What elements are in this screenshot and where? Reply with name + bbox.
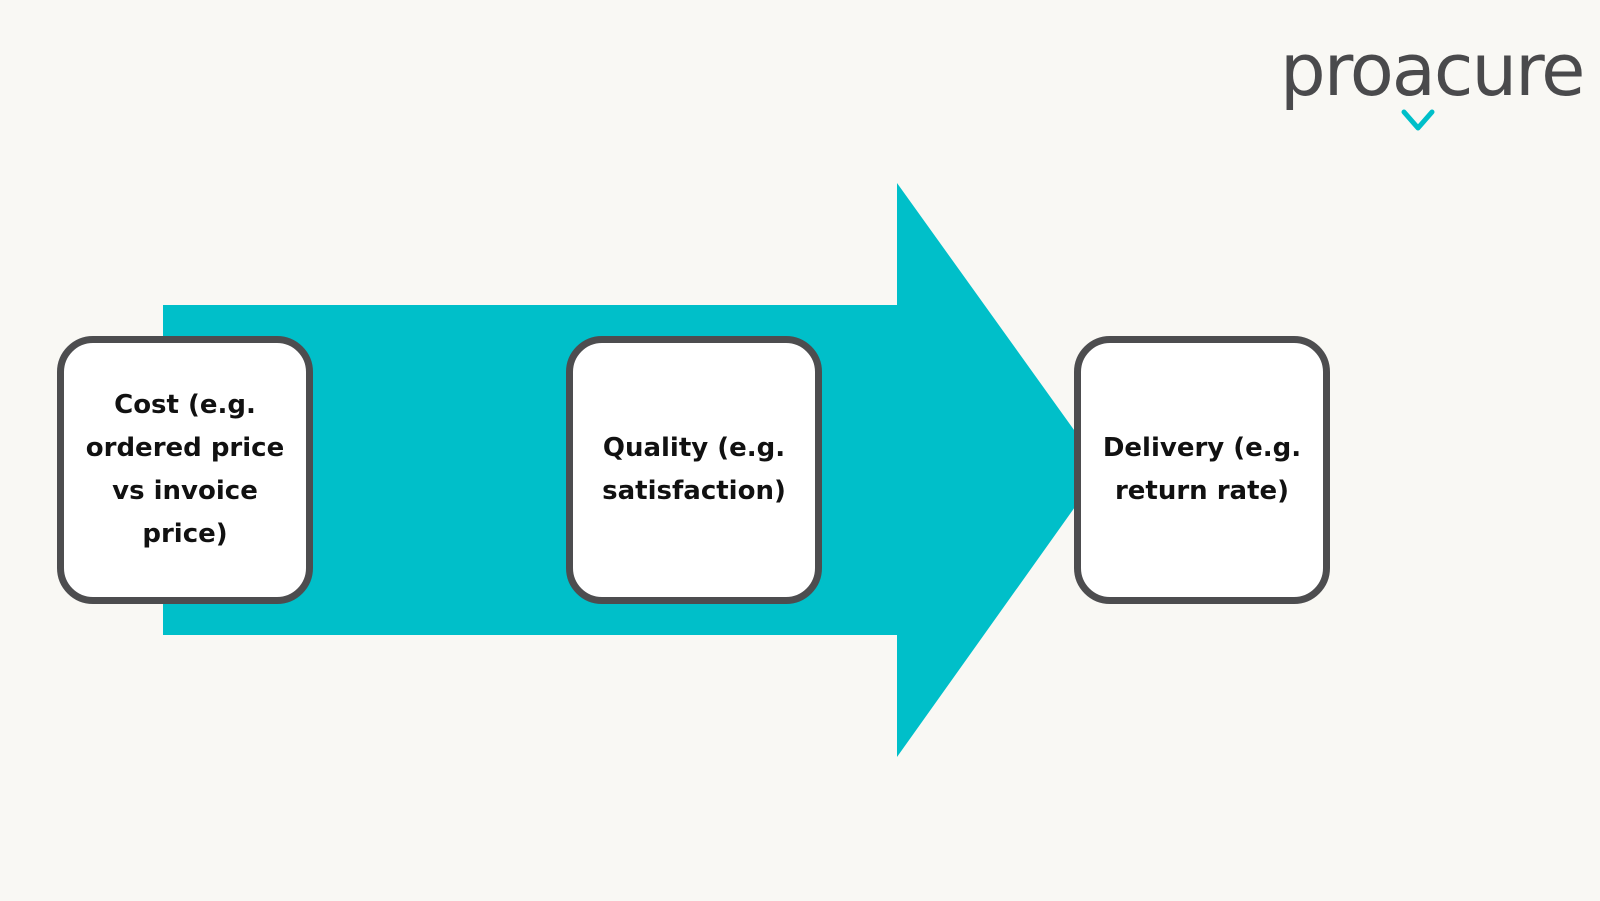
step-card-quality: Quality (e.g. satisfaction) (566, 336, 822, 604)
step-label-cost: Cost (e.g. ordered price vs invoice pric… (85, 390, 285, 549)
step-label-delivery: Delivery (e.g. return rate) (1102, 433, 1302, 506)
step-card-cost: Cost (e.g. ordered price vs invoice pric… (57, 336, 313, 604)
step-card-delivery: Delivery (e.g. return rate) (1074, 336, 1330, 604)
step-label-quality: Quality (e.g. satisfaction) (602, 433, 786, 506)
chevron-down-icon (1401, 109, 1435, 131)
logo-wordmark: proacure (1280, 28, 1585, 112)
proacure-logo: proacure (1280, 28, 1585, 131)
